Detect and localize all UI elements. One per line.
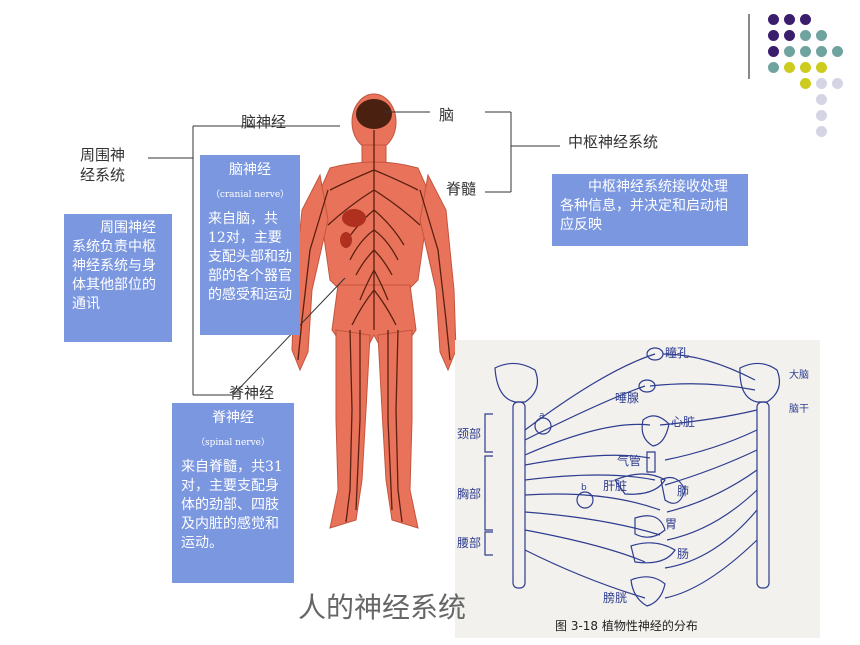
label-peripheral-line1: 周围神 [80,146,126,164]
label-spinal-nerve: 脊神经 [229,384,275,402]
central-info-box: 中枢神经系统接收处理各种信息，并决定和启动相应反映 [552,174,748,246]
organ-label: 肺 [677,484,689,498]
dot [816,110,827,121]
organ-label: 唾腺 [615,391,639,405]
region-label: 颈部 [457,426,481,441]
dot [800,30,811,41]
dot [800,46,811,57]
organ-label: 大脑 [789,368,809,381]
divider-line [748,14,750,79]
label-spinal-cord: 脊髓 [446,180,477,198]
region-label: 胸部 [457,486,481,501]
main-title: 人的神经系统 [298,591,467,624]
spinal-nerve-box-sub: （spinal nerve） [196,438,270,448]
dot [768,46,779,57]
dot [816,62,827,73]
dot [768,14,779,25]
organ-label: 脑干 [789,402,809,415]
label-central-nervous-system: 中枢神经系统 [568,133,659,151]
dot [816,30,827,41]
dot [832,46,843,57]
dot [784,14,795,25]
human-body-figure [291,93,457,529]
cranial-nerve-box-title: 脑神经 [229,162,271,178]
organ-label: 瞳孔 [665,345,689,360]
dot [816,46,827,57]
dot [832,78,843,89]
dot [784,62,795,73]
spinal-nerve-box-title: 脊神经 [212,410,254,426]
organ-label: 气管 [617,453,641,468]
organ-label: 心脏 [671,414,695,429]
dot [784,46,795,57]
cranial-nerve-box-sub: （cranial nerve） [210,190,290,200]
dot [816,94,827,105]
mark-label: a [539,411,545,421]
label-cranial-nerve: 脑神经 [241,113,287,131]
dot [768,62,779,73]
dot [816,78,827,89]
label-peripheral-line2: 经系统 [80,166,126,184]
cranial-nerve-box-text: 来自脑，共12对，主要支配头部和劲部的各个器官的感受和运动 [208,211,292,303]
diagram-caption: 图 3-18 植物性神经的分布 [555,618,698,633]
organ-label: 肝脏 [603,478,627,493]
dot [800,62,811,73]
organ-label: 肠 [677,547,689,561]
dot [816,126,827,137]
spinal-nerve-box: 脊神经 （spinal nerve） 来自脊髓，共31对，主要支配身体的劲部、四… [172,403,294,583]
spinal-nerve-box-text: 来自脊髓，共31对，主要支配身体的劲部、四肢及内脏的感觉和运动。 [181,459,283,551]
dot [800,14,811,25]
dot [768,30,779,41]
organ-label: 膀胱 [603,590,627,605]
mark-label: b [581,483,587,493]
cranial-nerve-box: 脑神经 （cranial nerve） 来自脑，共12对，主要支配头部和劲部的各… [200,155,300,335]
dot [800,78,811,89]
dot [784,30,795,41]
label-brain: 脑 [439,106,455,124]
peripheral-info-box: 周围神经系统负责中枢神经系统与身体其他部位的通讯 [64,214,172,342]
organ-label: 胃 [665,517,677,531]
autonomic-nerve-diagram: 瞳孔 唾腺 心脏 气管 肝脏 肺 胃 肠 膀胱 大脑 脑干 颈部 胸部 腰部 a… [455,340,820,638]
region-label: 腰部 [457,535,481,550]
